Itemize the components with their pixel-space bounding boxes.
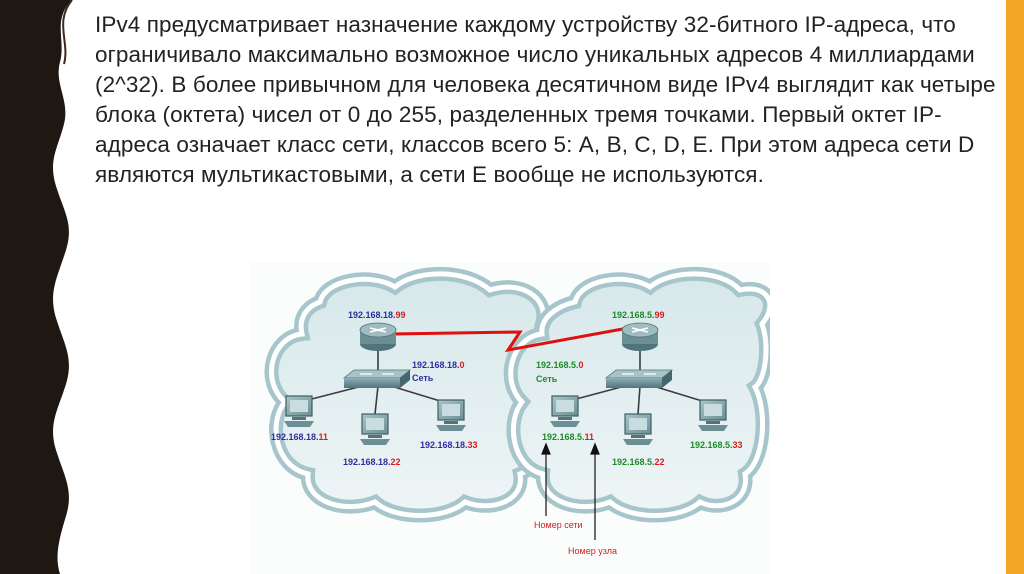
- left-host-3-ip: 192.168.18.33: [420, 440, 478, 450]
- left-switch-icon: [342, 369, 412, 388]
- left-pc-2-icon: [360, 413, 390, 445]
- right-network-cloud: [503, 266, 770, 523]
- right-pc-2-icon: [623, 413, 653, 445]
- right-router-icon: [621, 322, 659, 351]
- left-network-cloud: [264, 266, 564, 523]
- right-switch-label: Сеть: [536, 374, 558, 384]
- right-host-2-ip: 192.168.5.22: [612, 457, 665, 467]
- slide-text: IPv4 предусматривает назначение каждому …: [95, 10, 1005, 190]
- left-switch-ip: 192.168.18.0: [412, 360, 465, 370]
- right-pc-1-icon: [550, 395, 580, 427]
- accent-bar: [1006, 0, 1024, 574]
- right-host-1-ip: 192.168.5.11: [542, 432, 594, 442]
- left-host-2-ip: 192.168.18.22: [343, 457, 401, 467]
- annotation-arrows: [541, 442, 600, 540]
- right-switch-icon: [604, 369, 674, 388]
- left-pc-3-icon: [436, 399, 466, 431]
- right-pc-3-icon: [698, 399, 728, 431]
- left-pc-1-icon: [284, 395, 314, 427]
- network-diagram: 192.168.18.99 192.168.18.0 Сеть 192.168.…: [250, 262, 770, 574]
- left-router-ip: 192.168.18.99: [348, 310, 406, 320]
- left-router-icon: [359, 322, 397, 351]
- host-number-annotation: Номер узла: [568, 546, 617, 556]
- wan-link: [391, 326, 629, 353]
- left-host-1-ip: 192.168.18.11: [271, 432, 328, 442]
- right-host-3-ip: 192.168.5.33: [690, 440, 743, 450]
- left-switch-label: Сеть: [412, 373, 434, 383]
- right-switch-ip: 192.168.5.0: [536, 360, 584, 370]
- decorative-left-border: [0, 0, 73, 574]
- body-paragraph: IPv4 предусматривает назначение каждому …: [95, 12, 996, 187]
- network-number-annotation: Номер сети: [534, 520, 583, 530]
- right-router-ip: 192.168.5.99: [612, 310, 665, 320]
